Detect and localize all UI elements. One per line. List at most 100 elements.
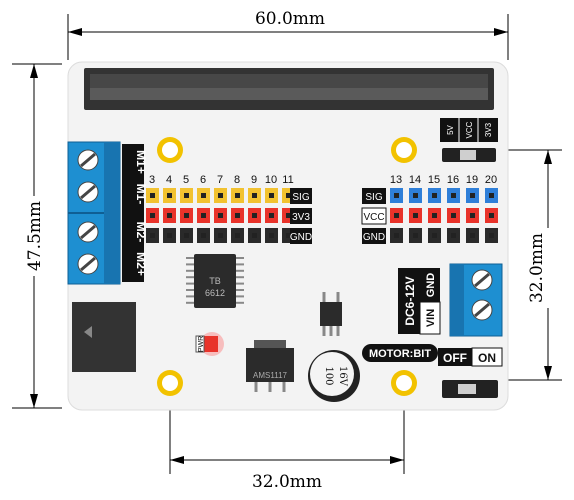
right-pin-hole (413, 233, 418, 238)
mounting-hole-top-left (157, 137, 183, 163)
right-pin-hole (432, 233, 437, 238)
vertical-hole-spacing-label: 32.0mm (527, 233, 547, 303)
height-dimension-label: 47.5mm (25, 201, 45, 271)
left-pin-hole (167, 233, 172, 238)
right-pin-hole (451, 233, 456, 238)
left-pin-hole (252, 213, 257, 218)
left-pin-hole (184, 193, 189, 198)
board-name: MOTOR:BIT (369, 348, 431, 360)
screw-icon (471, 269, 493, 291)
horizontal-hole-spacing-label: 32.0mm (252, 472, 322, 492)
capacitor-value: 100 (323, 366, 334, 385)
mounting-hole-top-right (391, 137, 417, 163)
power-input-vin: VIN (425, 309, 437, 327)
left-pin-number-7: 7 (217, 174, 223, 186)
mounting-hole-bottom-left (157, 370, 183, 396)
power-select-3v3: 3V3 (484, 122, 493, 137)
right-row-label-sig: SIG (365, 192, 382, 203)
screw-icon (77, 181, 99, 203)
left-pin-hole (252, 233, 257, 238)
small-regulator (320, 292, 342, 336)
switch-label-off: OFF (443, 351, 467, 365)
right-pin-number-13: 13 (390, 174, 402, 186)
pwr-led-label: PWR (198, 336, 205, 352)
right-header-row-labels: SIG VCC GND (361, 188, 387, 244)
left-pin-hole (201, 213, 206, 218)
power-switch[interactable] (442, 380, 498, 398)
right-pin-hole (470, 213, 475, 218)
right-pin-hole (394, 213, 399, 218)
left-pin-hole (167, 193, 172, 198)
screw-icon (77, 221, 99, 243)
left-pin-hole (150, 213, 155, 218)
right-pin-hole (451, 193, 456, 198)
dimension-left: 47.5mm (12, 63, 62, 409)
capacitor-voltage: 16V (337, 366, 348, 387)
power-input-terminal (449, 263, 503, 337)
power-switch-labels: OFF ON (438, 347, 503, 367)
left-pin-number-5: 5 (183, 174, 189, 186)
left-pin-hole (218, 213, 223, 218)
motor-label-m1-minus: M1- (134, 184, 148, 205)
mounting-hole-bottom-right (391, 370, 417, 396)
left-header-row-labels: SIG 3V3 GND (290, 188, 312, 244)
left-pin-number-8: 8 (234, 174, 240, 186)
right-pin-number-19: 19 (466, 174, 478, 186)
left-pin-hole (218, 233, 223, 238)
left-pin-number-6: 6 (200, 174, 206, 186)
ams1117-regulator: AMS1117 (246, 340, 294, 392)
left-pin-hole (235, 213, 240, 218)
left-pin-hole (235, 233, 240, 238)
motor-label-m2-minus: M2- (134, 222, 148, 243)
switch-label-on: ON (478, 351, 496, 365)
motor-label-m2-plus: M2+ (134, 252, 148, 276)
left-pin-number-4: 4 (166, 174, 172, 186)
driver-chip-label-line1: TB (209, 276, 221, 286)
width-dimension-label: 60.0mm (255, 9, 325, 29)
right-pin-number-16: 16 (447, 174, 459, 186)
left-pin-hole (269, 233, 274, 238)
left-pin-hole (252, 193, 257, 198)
buzzer (72, 302, 136, 372)
power-select-switch[interactable] (442, 148, 496, 162)
left-pin-hole (286, 193, 291, 198)
right-pin-number-15: 15 (428, 174, 440, 186)
left-row-label-3v3: 3V3 (292, 212, 310, 223)
pwr-led: PWR (195, 332, 224, 356)
electrolytic-capacitor: 100 16V (308, 350, 360, 402)
left-pin-hole (201, 233, 206, 238)
screw-icon (77, 149, 99, 171)
right-pin-number-14: 14 (409, 174, 421, 186)
right-pin-hole (489, 193, 494, 198)
driver-chip-label-line2: 6612 (205, 288, 225, 298)
left-row-label-sig: SIG (292, 192, 309, 203)
right-pin-hole (470, 233, 475, 238)
dimension-bottom: 32.0mm (169, 390, 405, 492)
screw-icon (471, 299, 493, 321)
left-pin-hole (184, 233, 189, 238)
left-pin-hole (150, 193, 155, 198)
right-pin-hole (394, 193, 399, 198)
right-row-label-vcc: VCC (363, 212, 384, 223)
board-name-badge: MOTOR:BIT (362, 344, 438, 362)
right-pin-hole (394, 233, 399, 238)
motor-terminal-labels: M1+ M1- M2- M2+ (122, 144, 148, 282)
right-pin-hole (489, 213, 494, 218)
right-row-label-gnd: GND (363, 232, 385, 243)
edge-connector (84, 68, 494, 110)
right-pin-hole (413, 193, 418, 198)
left-pin-hole (286, 213, 291, 218)
left-pin-hole (269, 193, 274, 198)
left-pin-number-11: 11 (282, 174, 293, 186)
right-pin-hole (413, 213, 418, 218)
left-pin-hole (150, 233, 155, 238)
left-pin-number-10: 10 (265, 174, 277, 186)
power-select-vcc: VCC (465, 121, 474, 138)
left-pin-hole (218, 193, 223, 198)
dimension-top: 60.0mm (67, 8, 509, 60)
left-pin-hole (286, 233, 291, 238)
power-select-5v: 5V (446, 124, 455, 134)
right-pin-hole (432, 213, 437, 218)
